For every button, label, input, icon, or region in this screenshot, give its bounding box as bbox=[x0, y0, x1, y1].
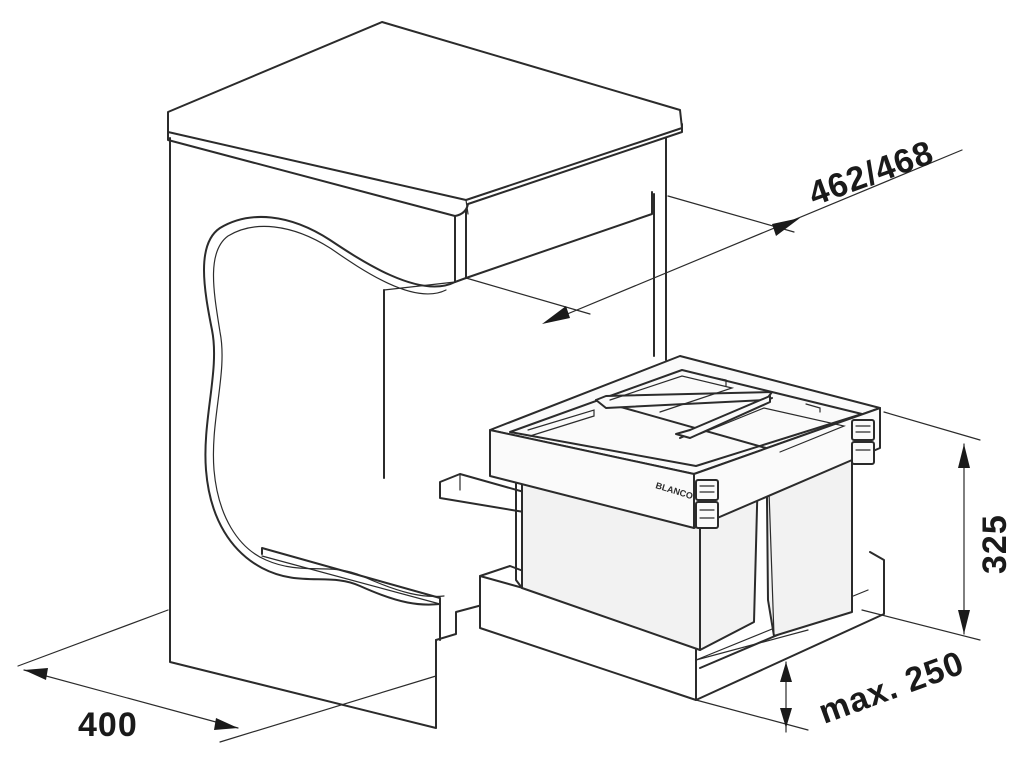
max-height-label: max. 250 bbox=[814, 644, 970, 732]
height-arrow-bottom bbox=[958, 610, 970, 634]
front-handle-clip bbox=[695, 479, 719, 501]
depth-label: 462/468 bbox=[804, 133, 939, 213]
cabinet-plinth bbox=[435, 603, 487, 641]
height-arrow-top bbox=[958, 444, 970, 468]
countertop-top bbox=[167, 21, 683, 201]
dimension-height: 325 bbox=[861, 411, 1014, 641]
cutaway-outline bbox=[203, 215, 456, 606]
cutaway-outline-inner bbox=[212, 225, 447, 598]
rear-handle-lock bbox=[851, 441, 875, 465]
front-handle-lock bbox=[695, 501, 719, 529]
frame-divider-bar-2 bbox=[675, 395, 771, 439]
front-bin-side bbox=[515, 477, 523, 589]
max-arrow-top bbox=[780, 662, 792, 682]
frame-right-face bbox=[693, 407, 881, 529]
bin-frame: BLANCO bbox=[489, 355, 881, 529]
countertop-lip bbox=[465, 199, 469, 215]
width-arrow-left bbox=[24, 668, 48, 680]
depth-arrow-left bbox=[542, 306, 570, 324]
cabinet-left-side bbox=[169, 137, 437, 729]
cabinet-back-top bbox=[383, 281, 456, 291]
max-arrow-bottom bbox=[780, 708, 792, 728]
width-label: 400 bbox=[78, 706, 138, 744]
cabinet-floor bbox=[261, 547, 441, 641]
dimension-width: 400 bbox=[17, 609, 437, 744]
tray-right bbox=[695, 551, 885, 701]
rear-handle-clip bbox=[851, 419, 875, 441]
width-arrow-right bbox=[214, 718, 238, 730]
floor-strip bbox=[261, 555, 441, 605]
depth-arrow-right bbox=[772, 218, 800, 236]
drawer-rail bbox=[454, 191, 653, 283]
cabinet bbox=[167, 21, 683, 729]
height-label: 325 bbox=[976, 514, 1014, 574]
